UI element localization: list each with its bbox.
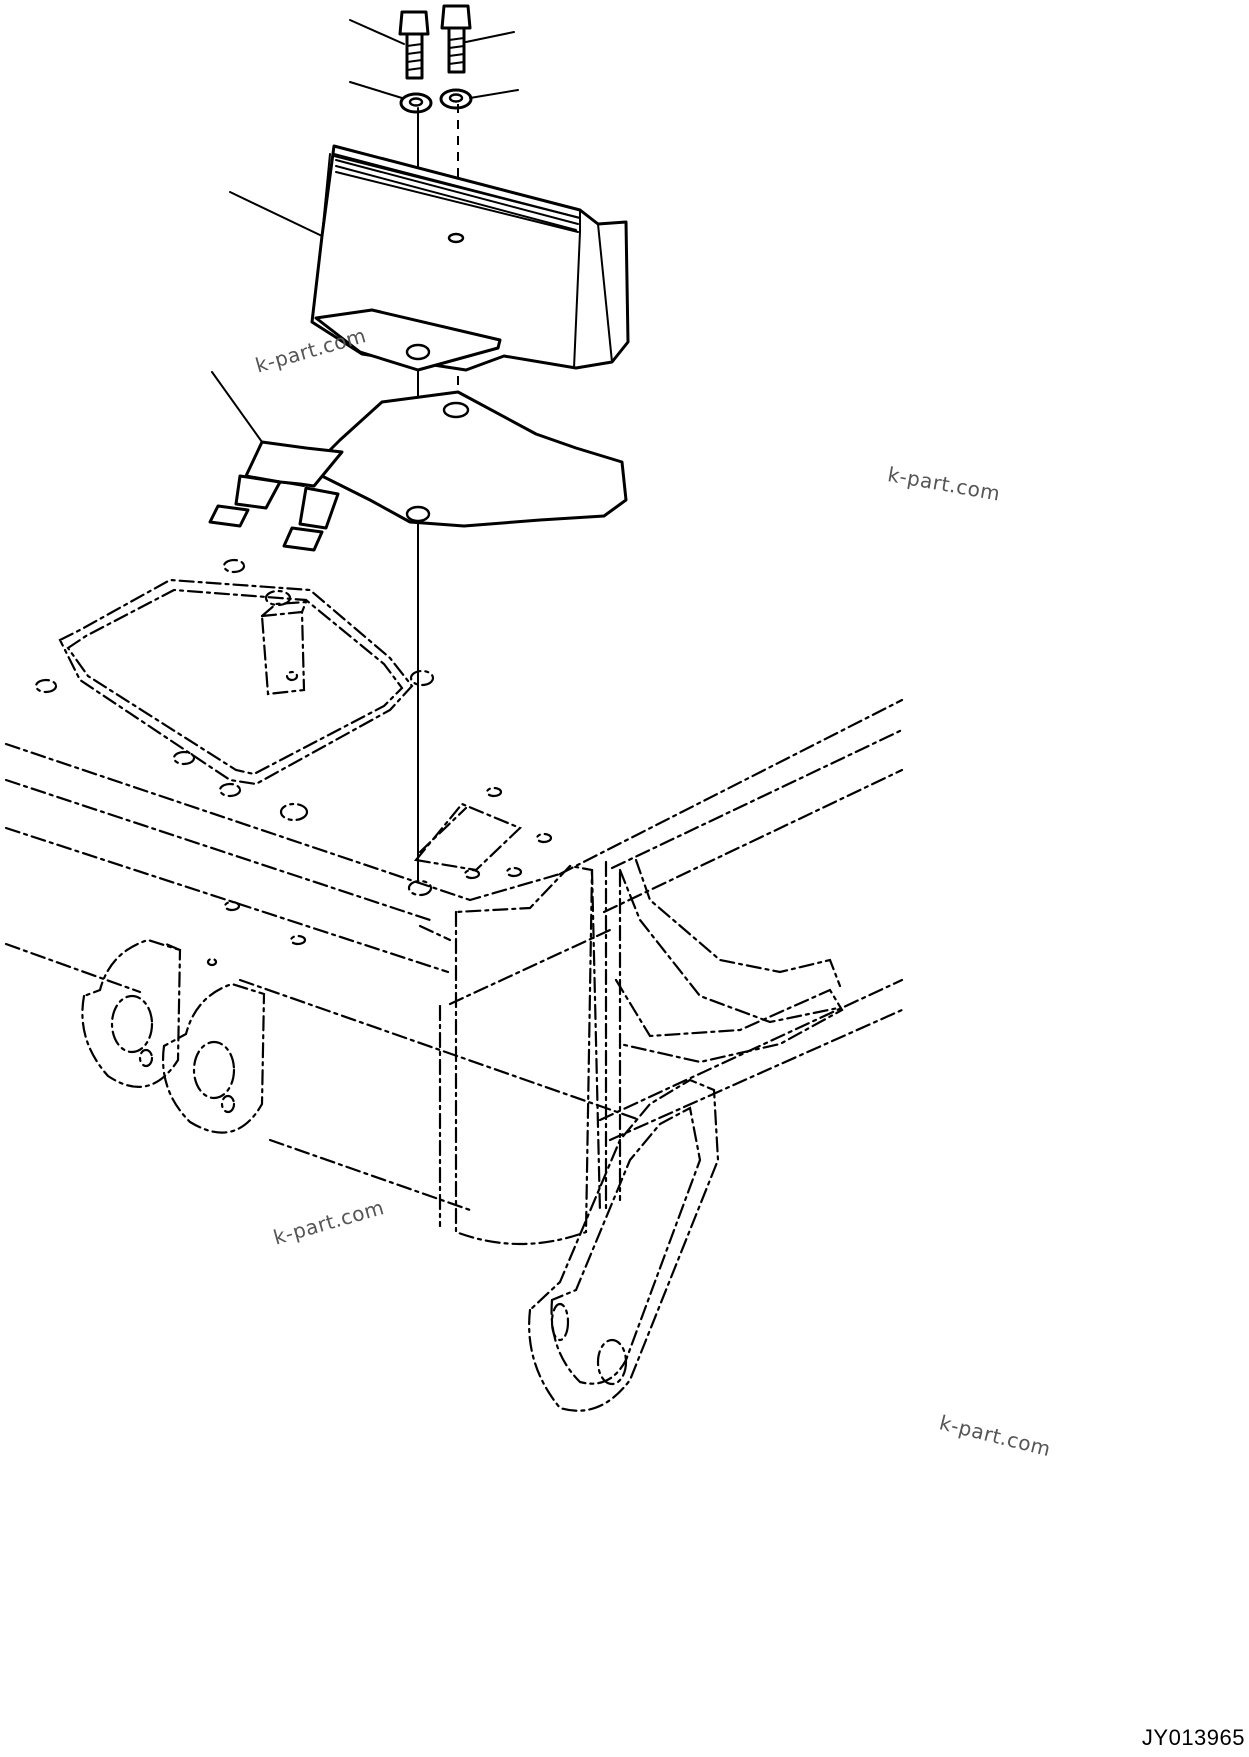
cover — [310, 144, 630, 372]
frame-bracket-block — [260, 600, 308, 696]
drawing-code: JY013965 — [1141, 1725, 1245, 1750]
frame-phantom-lines — [4, 578, 904, 1246]
frame-lug-lower — [528, 1078, 720, 1412]
frame-lug-middle — [162, 982, 266, 1134]
washer-left — [399, 92, 433, 114]
wiring-harness — [208, 440, 344, 552]
bolt-right — [440, 4, 472, 74]
washer-right — [439, 88, 473, 110]
frame-lug-left — [81, 938, 182, 1088]
leader-lines — [211, 19, 519, 443]
frame-holes — [34, 558, 553, 967]
bolt-left — [398, 10, 430, 80]
mounting-plate — [308, 390, 628, 528]
